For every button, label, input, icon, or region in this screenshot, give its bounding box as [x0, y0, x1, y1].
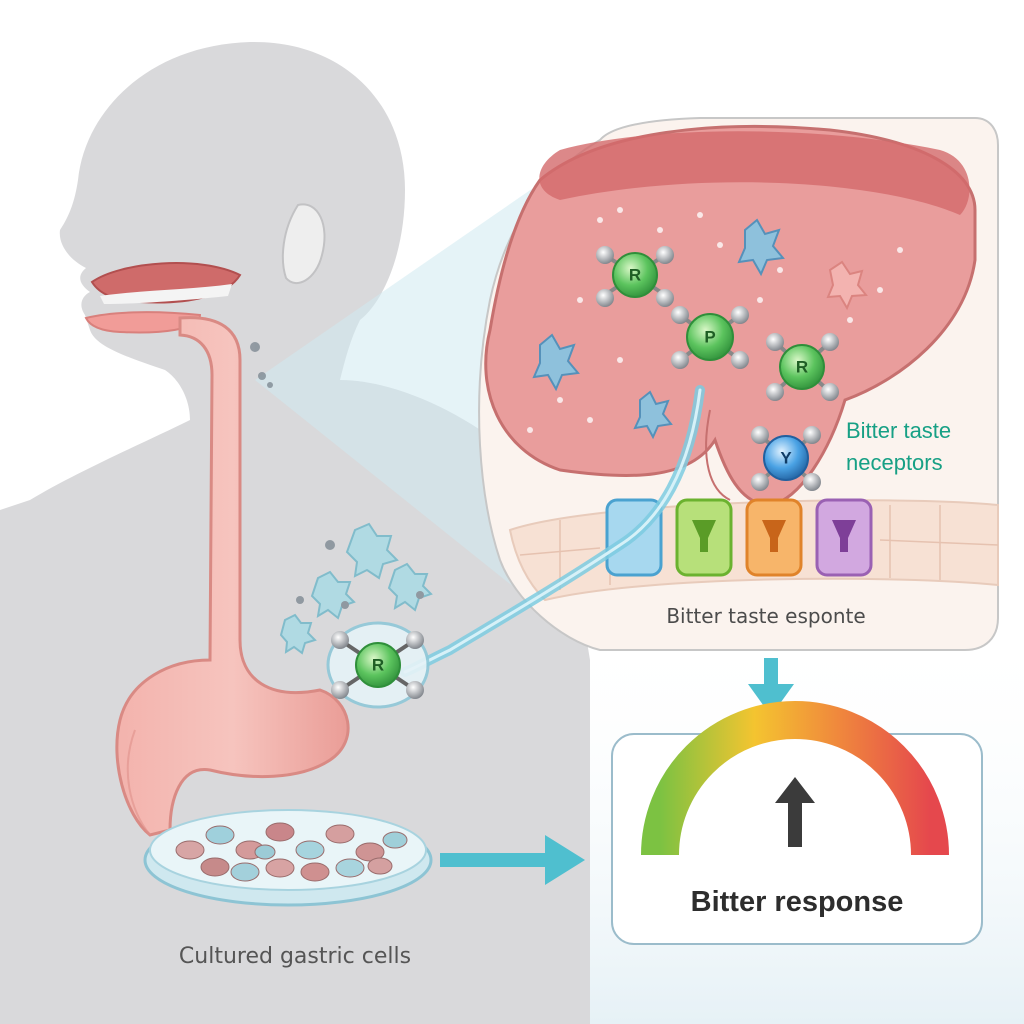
petri-dish	[143, 809, 433, 907]
gut-receptor-letter: R	[372, 656, 384, 675]
released-compounds	[250, 342, 433, 655]
right-arrow-icon	[440, 835, 585, 885]
receptors-label-line1: Bitter taste	[846, 418, 952, 443]
receptors-label-line2: neceptors	[846, 450, 943, 475]
receptor-molecule-2: P	[671, 306, 749, 369]
receptor-molecule-3: R	[766, 333, 839, 401]
receptors-label: Bitter taste neceptors	[846, 415, 1006, 479]
receptor-3-letter: R	[796, 358, 808, 377]
receptor-molecule-4: Y	[751, 426, 821, 491]
receptor-1-letter: R	[629, 266, 641, 285]
down-arrow-icon	[748, 658, 794, 716]
digestive-tract	[115, 316, 350, 837]
gauge-panel	[611, 701, 983, 945]
up-arrow-icon	[775, 777, 815, 847]
signal-path-highlight	[403, 388, 702, 674]
taste-response-caption: Bitter taste esponte	[666, 604, 866, 628]
receptor-molecule-1: R	[596, 246, 674, 307]
taste-cell-row	[605, 498, 873, 577]
receptor-4-letter: Y	[780, 449, 792, 468]
gauge-arc	[641, 701, 949, 856]
receptor-2-letter: P	[704, 328, 715, 347]
gut-receptor-molecule: R	[326, 621, 430, 709]
gauge-title: Bitter response	[690, 886, 904, 918]
bitter-compound-molecules	[527, 207, 903, 440]
dish-caption: Cultured gastric cells	[178, 944, 412, 969]
